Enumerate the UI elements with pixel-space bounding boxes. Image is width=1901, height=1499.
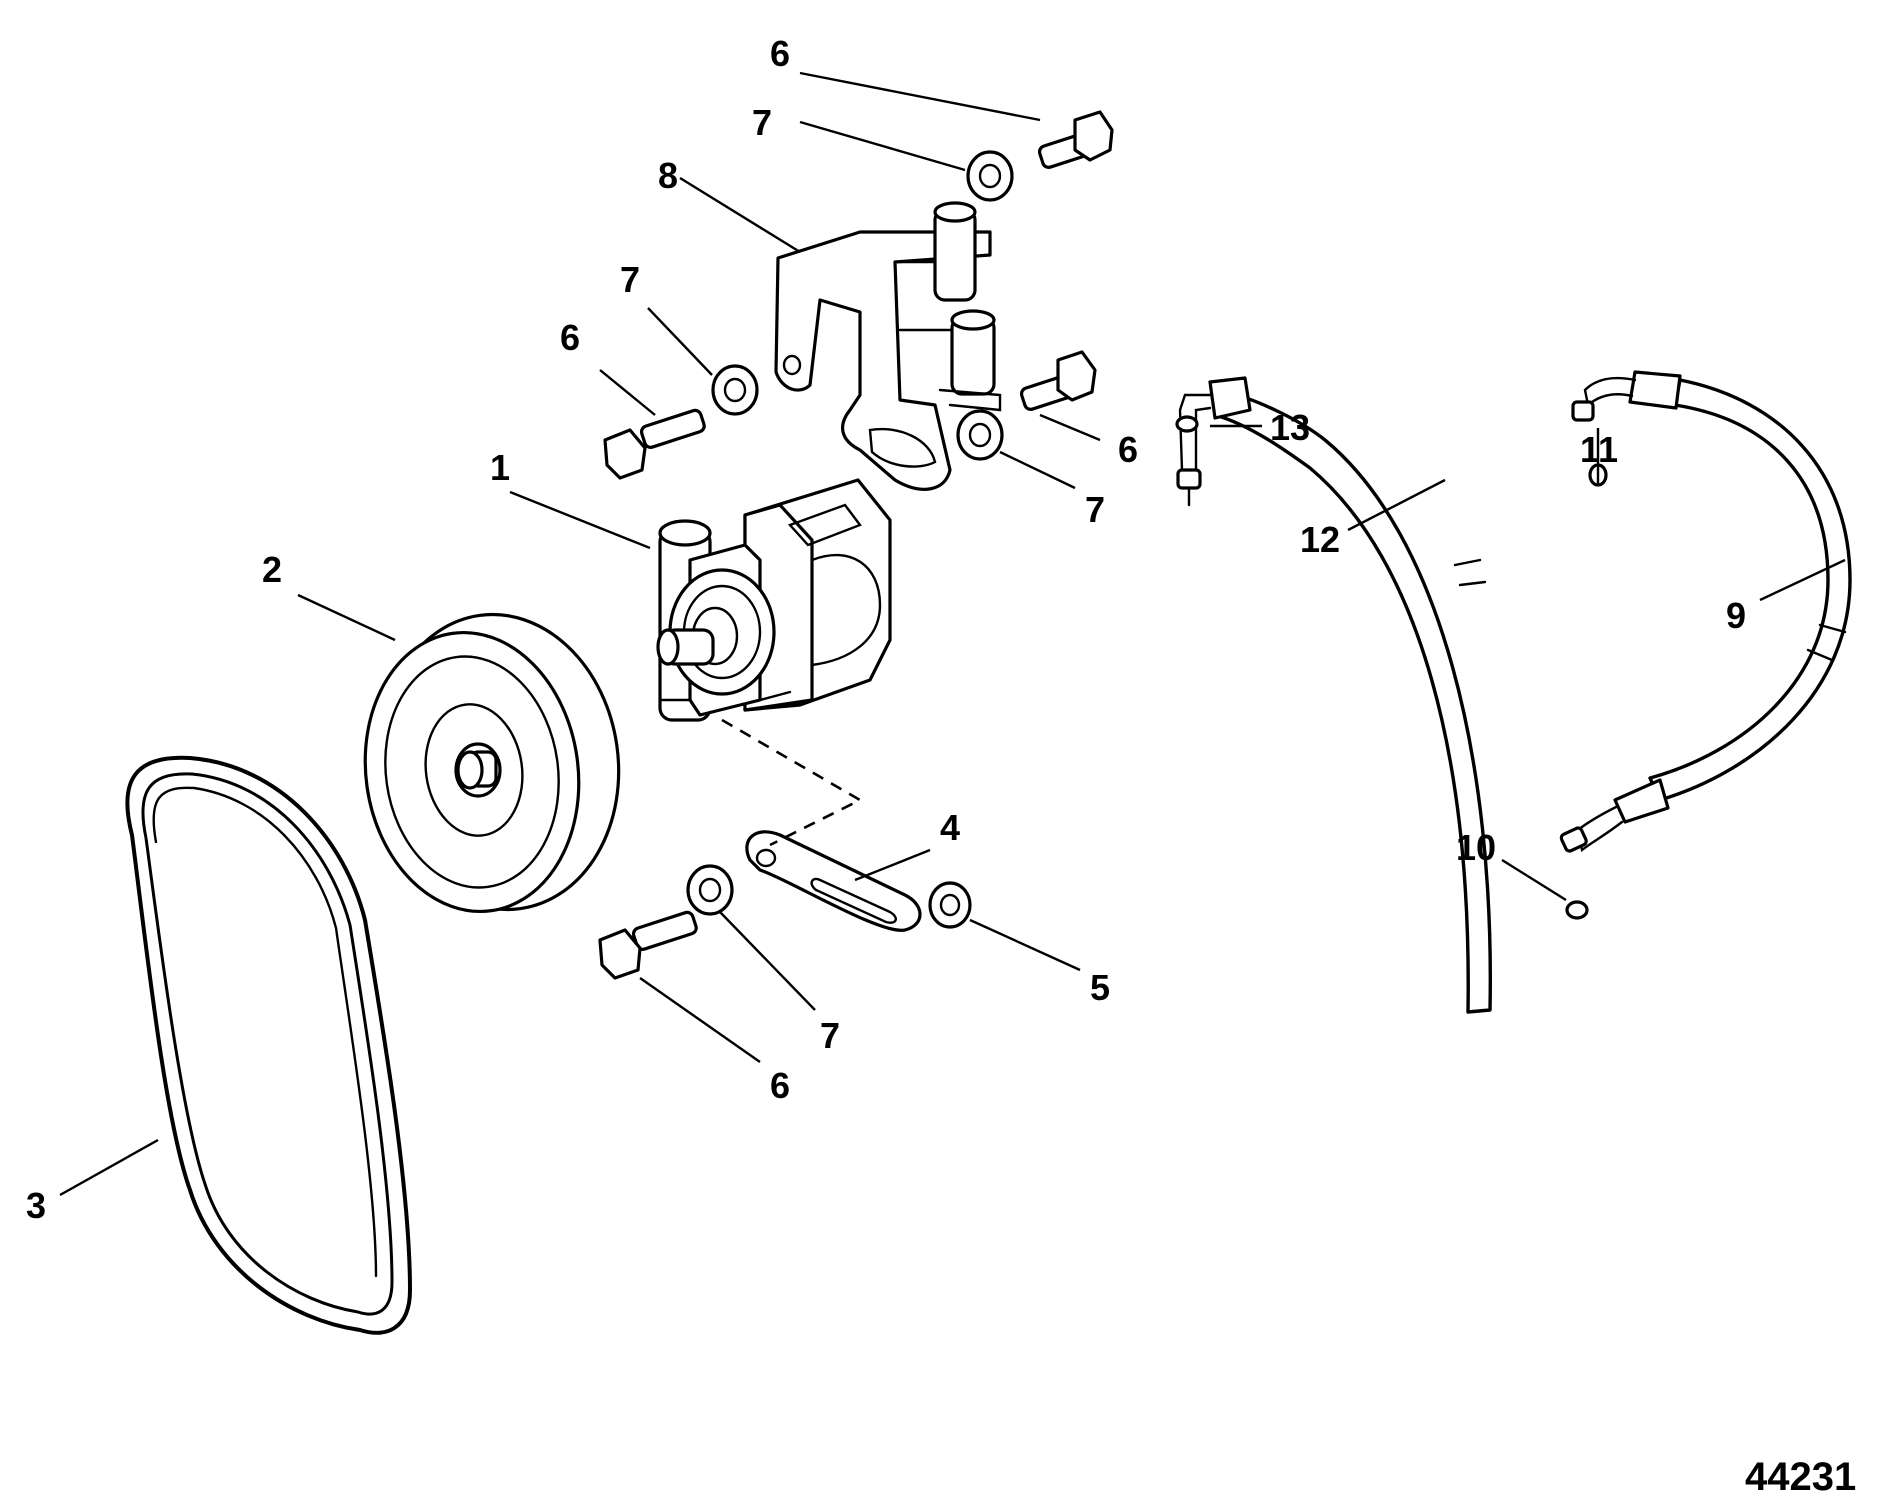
bolt-bottom: [598, 910, 698, 980]
leader-lines: [59, 71, 1846, 1197]
callout-1: 1: [490, 447, 510, 488]
callout-6-right: 6: [1118, 429, 1138, 470]
callout-6-left: 6: [560, 317, 580, 358]
pressure-hose: [1176, 376, 1493, 1014]
callout-9: 9: [1726, 595, 1746, 636]
bolt-top: [1037, 110, 1114, 169]
callout-2: 2: [262, 549, 282, 590]
washer-left: [711, 364, 759, 416]
callout-numbers: 6 7 8 7 6 6 7 13 11 1 2 12 9 4 10 5 7 6 …: [26, 33, 1746, 1226]
callout-12: 12: [1300, 519, 1340, 560]
o-ring-13: [1175, 415, 1199, 433]
power-steering-pump: [656, 478, 892, 722]
callout-6-top: 6: [770, 33, 790, 74]
figure-number: 44231: [1745, 1455, 1856, 1499]
bolt-right: [1019, 350, 1097, 411]
washer-top: [966, 150, 1014, 202]
callout-8: 8: [658, 155, 678, 196]
pump-pulley: [363, 612, 621, 914]
pump-mounting-bracket: [774, 201, 1002, 491]
bolt-left: [603, 408, 706, 480]
washer-bottom: [686, 864, 734, 916]
callout-4: 4: [940, 807, 960, 848]
return-hose: [1559, 370, 1852, 853]
callout-7-top: 7: [752, 102, 772, 143]
alignment-dashed-line: [721, 718, 863, 847]
callout-5: 5: [1090, 967, 1110, 1008]
drive-belt: [125, 755, 412, 1335]
callout-7-right: 7: [1085, 489, 1105, 530]
callout-7-bottom: 7: [820, 1015, 840, 1056]
hex-nut: [928, 881, 972, 929]
callout-11: 11: [1580, 429, 1618, 470]
adjusting-brace: [745, 830, 922, 932]
callout-10: 10: [1456, 827, 1496, 868]
callout-13: 13: [1270, 407, 1310, 448]
callout-6-bottom: 6: [770, 1065, 790, 1106]
callout-7-left: 7: [620, 259, 640, 300]
washer-right: [956, 409, 1004, 461]
callout-3: 3: [26, 1185, 46, 1226]
o-ring-10: [1565, 900, 1589, 920]
